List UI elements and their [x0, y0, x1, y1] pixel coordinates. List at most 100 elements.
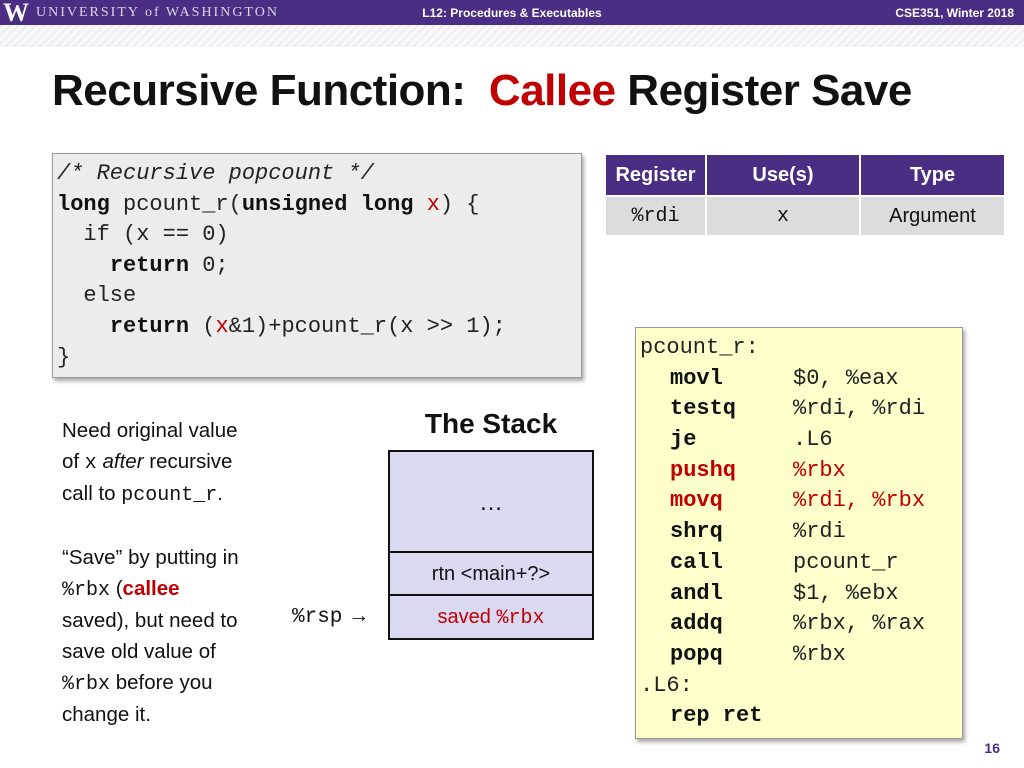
code-line: long pcount_r(unsigned long x) {: [57, 190, 577, 221]
stack-slot-return-address: rtn <main+?>: [390, 553, 592, 596]
code-line: if (x == 0): [57, 222, 229, 248]
explain-text: recursive: [143, 449, 233, 473]
code-keyword: return: [109, 252, 190, 278]
asm-line: rep ret: [640, 701, 958, 732]
cell-type: Argument: [859, 195, 1006, 237]
asm-line: andl$1, %ebx: [640, 579, 958, 610]
rsp-pointer: %rsp →: [292, 604, 369, 629]
table-row: %rdi x Argument: [604, 195, 1006, 237]
course-name: CSE351, Winter 2018: [895, 6, 1014, 20]
code-text: ) {: [439, 191, 480, 217]
register-table: Register Use(s) Type %rdi x Argument: [604, 153, 1006, 237]
explain-code: %rbx: [62, 578, 111, 602]
code-line: }: [57, 344, 71, 370]
asm-op: shrq: [670, 519, 723, 545]
stack-title: The Stack: [424, 408, 558, 439]
asm-args: %rbx: [793, 457, 846, 483]
asm-args: .L6: [793, 427, 833, 453]
asm-line: testq%rdi, %rdi: [640, 394, 958, 425]
asm-args: %rdi, %rdi: [793, 396, 926, 422]
asm-line: addq %rbx, %rax: [640, 609, 958, 640]
code-line: return 0;: [57, 251, 577, 282]
stack-slot-saved-rbx: saved %rbx: [390, 596, 592, 638]
c-code-box: /* Recursive popcount */ long pcount_r(u…: [52, 153, 582, 378]
code-keyword: long: [57, 191, 110, 217]
slide-header: W UNIVERSITY of WASHINGTON L12: Procedur…: [0, 0, 1024, 27]
asm-op: movq: [670, 488, 723, 514]
code-keyword: unsigned long: [241, 191, 414, 217]
right-arrow-icon: →: [348, 604, 370, 627]
explain-line: save old value of: [62, 639, 216, 663]
code-comment: /* Recursive popcount */: [57, 161, 374, 186]
code-param: x: [426, 191, 440, 217]
code-keyword: return: [109, 313, 190, 339]
asm-args: %rdi: [793, 519, 846, 545]
header-uses: Use(s): [705, 153, 861, 197]
header-type: Type: [859, 153, 1006, 197]
asm-line: call pcount_r: [640, 548, 958, 579]
asm-line-highlighted: movq %rdi, %rbx: [640, 486, 958, 517]
lecture-title: L12: Procedures & Executables: [422, 6, 602, 20]
saved-label: saved: [437, 606, 497, 628]
title-highlight: Callee: [488, 66, 616, 115]
explain-text: .: [217, 482, 223, 506]
page-number: 16: [984, 740, 1000, 756]
cell-uses: x: [705, 195, 861, 237]
asm-args: pcount_r: [793, 549, 899, 575]
asm-args: %rbx, %rax: [793, 611, 926, 637]
explain-code: x: [84, 451, 97, 475]
explain-line: %rbx before you: [62, 668, 292, 701]
explain-code: %rbx: [62, 672, 111, 696]
code-text: (: [189, 313, 216, 339]
asm-line: je.L6: [640, 425, 958, 456]
asm-line: movl$0, %eax: [640, 364, 958, 395]
asm-args: $0, %eax: [793, 365, 899, 391]
explanation-text: Need original value of x after recursive…: [62, 416, 292, 731]
stack-diagram: … rtn <main+?> saved %rbx: [388, 450, 594, 640]
code-line: return (x&1)+pcount_r(x >> 1);: [57, 312, 577, 343]
register-table-header: Register Use(s) Type: [604, 153, 1006, 197]
explain-text: (: [110, 576, 123, 600]
explain-text: before you: [110, 670, 213, 694]
asm-op: addq: [670, 611, 723, 637]
asm-args: $1, %ebx: [793, 580, 899, 606]
asm-label: .L6:: [640, 672, 693, 698]
explain-text: call to: [62, 482, 122, 506]
explain-gap: [62, 512, 292, 543]
code-text: &1)+pcount_r(x >> 1);: [228, 313, 506, 339]
explain-line: “Save” by putting in: [62, 545, 239, 569]
asm-line-highlighted: pushq %rbx: [640, 456, 958, 487]
cell-register: %rdi: [604, 195, 707, 237]
explain-line: of x after recursive: [62, 447, 292, 480]
header-stripe: [0, 25, 1024, 47]
saved-register: %rbx: [496, 607, 545, 630]
stack-slot-ellipsis: …: [390, 452, 592, 553]
title-part2: Register Save: [627, 66, 912, 115]
code-line: else: [57, 283, 137, 309]
explain-line: %rbx (callee: [62, 574, 292, 607]
slide-title: Recursive Function: Callee Register Save: [52, 66, 912, 116]
code-param: x: [215, 313, 229, 339]
explain-text: of: [62, 449, 85, 473]
university-name: UNIVERSITY of WASHINGTON: [36, 5, 279, 20]
uw-logo: W: [3, 0, 29, 27]
asm-line: shrq %rdi: [640, 517, 958, 548]
asm-op: popq: [670, 641, 723, 667]
explain-line: change it.: [62, 703, 151, 727]
explain-italic: after: [102, 449, 144, 473]
assembly-code-box: pcount_r: movl$0, %eax testq%rdi, %rdi j…: [635, 327, 963, 739]
code-text: pcount_r(: [109, 191, 242, 217]
asm-op: pushq: [670, 457, 737, 483]
explain-line: Need original value: [62, 419, 238, 442]
title-part1: Recursive Function:: [52, 66, 466, 115]
asm-op: call: [670, 549, 723, 575]
code-text: 0;: [189, 252, 229, 278]
code-line: /* Recursive popcount */: [57, 159, 577, 190]
asm-args: %rdi, %rbx: [793, 488, 926, 514]
asm-line: popq %rbx: [640, 640, 958, 671]
explain-callee: callee: [122, 576, 180, 600]
asm-op: rep ret: [670, 703, 763, 729]
asm-args: %rbx: [793, 641, 846, 667]
rsp-label: %rsp: [292, 606, 343, 629]
explain-line: call to pcount_r.: [62, 479, 292, 512]
